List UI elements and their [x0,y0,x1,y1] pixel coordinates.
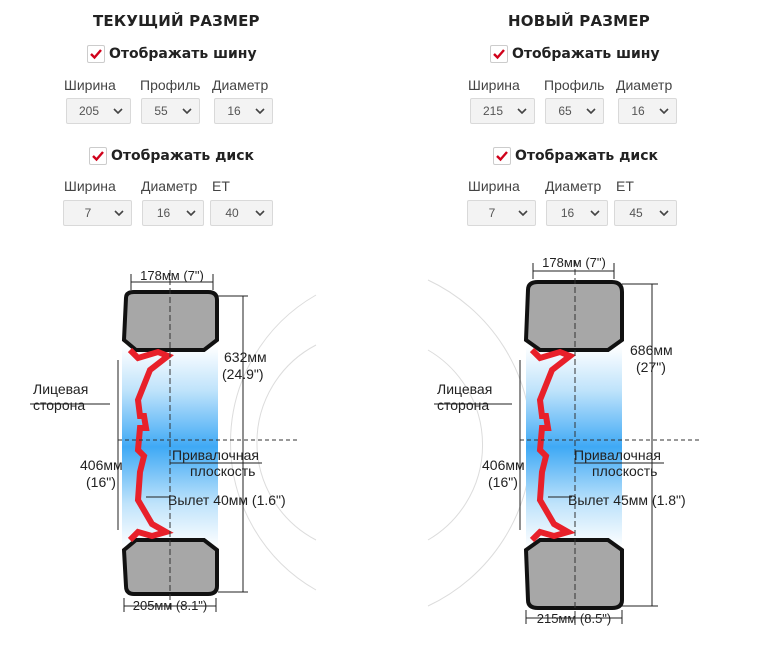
tire-profile-value: 55 [154,104,168,118]
tire-width-value: 215 [482,104,504,118]
chevron-down-icon [516,210,530,216]
rim-profile [529,347,576,543]
top-width-label: 178мм (7") [542,255,606,270]
top-width-label: 178мм (7") [140,268,204,283]
rim-diameter-select[interactable]: 16 [546,200,608,226]
tire-width-select[interactable]: 205 [66,98,131,124]
mount-plane-label-2: плоскость [592,463,657,479]
show-tire-label: Отображать шину [109,46,257,62]
outer-diameter-inch-label: (27") [636,359,666,375]
checkbox-checked-icon[interactable] [493,147,511,165]
chevron-down-icon [180,108,194,114]
rim-diameter-label: 406мм [482,457,525,473]
tire-profile-label: Профиль [140,77,201,93]
tire-diagrams: 178мм (7") 632мм (24.9") Лицевая сторона… [30,255,700,626]
chevron-down-icon [584,108,598,114]
tire-profile-value: 65 [558,104,572,118]
checkbox-checked-icon[interactable] [87,45,105,63]
rim-et-value: 45 [629,206,643,220]
current-size-title: ТЕКУЩИЙ РАЗМЕР [93,12,260,30]
outer-diameter-label: 632мм [224,349,267,365]
new-size-title: НОВЫЙ РАЗМЕР [508,12,650,30]
current-tire-diagram: 178мм (7") 632мм (24.9") Лицевая сторона… [30,268,317,613]
outer-diameter-label: 686мм [630,342,673,358]
show-rim-toggle-new[interactable]: Отображать диск [493,147,658,165]
show-rim-label: Отображать диск [515,148,659,164]
tire-diameter-select[interactable]: 16 [618,98,677,124]
tire-diameter-select[interactable]: 16 [214,98,273,124]
rim-diameter-value: 16 [560,206,575,220]
chevron-down-icon [111,108,125,114]
tire-diameter-label: Диаметр [616,77,673,93]
face-side-label-2: сторона [33,397,85,413]
rim-et-select[interactable]: 40 [210,200,273,226]
tire-profile-label: Профиль [544,77,605,93]
face-side-label-1: Лицевая [437,381,492,397]
rim-diameter-value: 16 [156,206,171,220]
show-rim-label: Отображать диск [111,148,255,164]
rim-width-label: Ширина [64,178,116,194]
mount-plane-label-1: Привалочная [574,447,661,463]
show-rim-toggle-current[interactable]: Отображать диск [89,147,254,165]
chevron-down-icon [253,210,267,216]
outer-diameter-inch-label: (24.9") [222,366,264,382]
rim-diameter-select[interactable]: 16 [142,200,204,226]
rim-width-label: Ширина [468,178,520,194]
rim-diameter-label: Диаметр [141,178,198,194]
rim-et-select[interactable]: 45 [614,200,677,226]
tire-bottom-section [523,538,624,610]
rim-et-value: 40 [225,206,239,220]
tire-diameter-value: 16 [631,104,645,118]
face-side-label-2: сторона [437,397,489,413]
show-tire-toggle-current[interactable]: Отображать шину [87,45,257,63]
tire-width-value: 205 [78,104,100,118]
show-tire-label: Отображать шину [512,46,660,62]
current-size-panel: ТЕКУЩИЙ РАЗМЕР Отображать шину Ширина Пр… [0,0,382,230]
rim-width-select[interactable]: 7 [467,200,536,226]
tire-profile-select[interactable]: 55 [141,98,200,124]
checkbox-checked-icon[interactable] [490,45,508,63]
bottom-width-label: 215мм (8.5") [537,611,612,626]
rim-diameter-inch-label: (16") [86,474,116,490]
chevron-down-icon [112,210,126,216]
chevron-down-icon [588,210,602,216]
rim-width-value: 7 [84,206,92,220]
tire-width-label: Ширина [64,77,116,93]
chevron-down-icon [515,108,529,114]
mount-plane-label-1: Привалочная [172,447,259,463]
tire-diameter-label: Диаметр [212,77,269,93]
rim-profile [127,347,174,543]
tire-profile-select[interactable]: 65 [545,98,604,124]
rim-et-label: ET [212,178,230,194]
tire-width-select[interactable]: 215 [470,98,535,124]
rim-diameter-inch-label: (16") [488,474,518,490]
new-tire-diagram: 178мм (7") 686мм (27") Лицевая сторона 4… [427,255,700,626]
tire-diameter-value: 16 [227,104,241,118]
tire-width-label: Ширина [468,77,520,93]
offset-label: Вылет 40мм (1.6") [168,492,286,508]
show-tire-toggle-new[interactable]: Отображать шину [490,45,660,63]
tire-top-section [523,280,624,352]
chevron-down-icon [184,210,198,216]
rim-diameter-label: 406мм [80,457,123,473]
new-size-panel: НОВЫЙ РАЗМЕР Отображать шину Ширина Проф… [382,0,764,230]
face-side-label-1: Лицевая [33,381,88,397]
chevron-down-icon [657,210,671,216]
rim-diameter-label: Диаметр [545,178,602,194]
chevron-down-icon [657,108,671,114]
bottom-width-label: 205мм (8.1") [133,598,208,613]
offset-label: Вылет 45мм (1.8") [568,492,686,508]
rim-width-value: 7 [488,206,496,220]
checkbox-checked-icon[interactable] [89,147,107,165]
chevron-down-icon [253,108,267,114]
mount-plane-label-2: плоскость [190,463,255,479]
rim-et-label: ET [616,178,634,194]
rim-width-select[interactable]: 7 [63,200,132,226]
